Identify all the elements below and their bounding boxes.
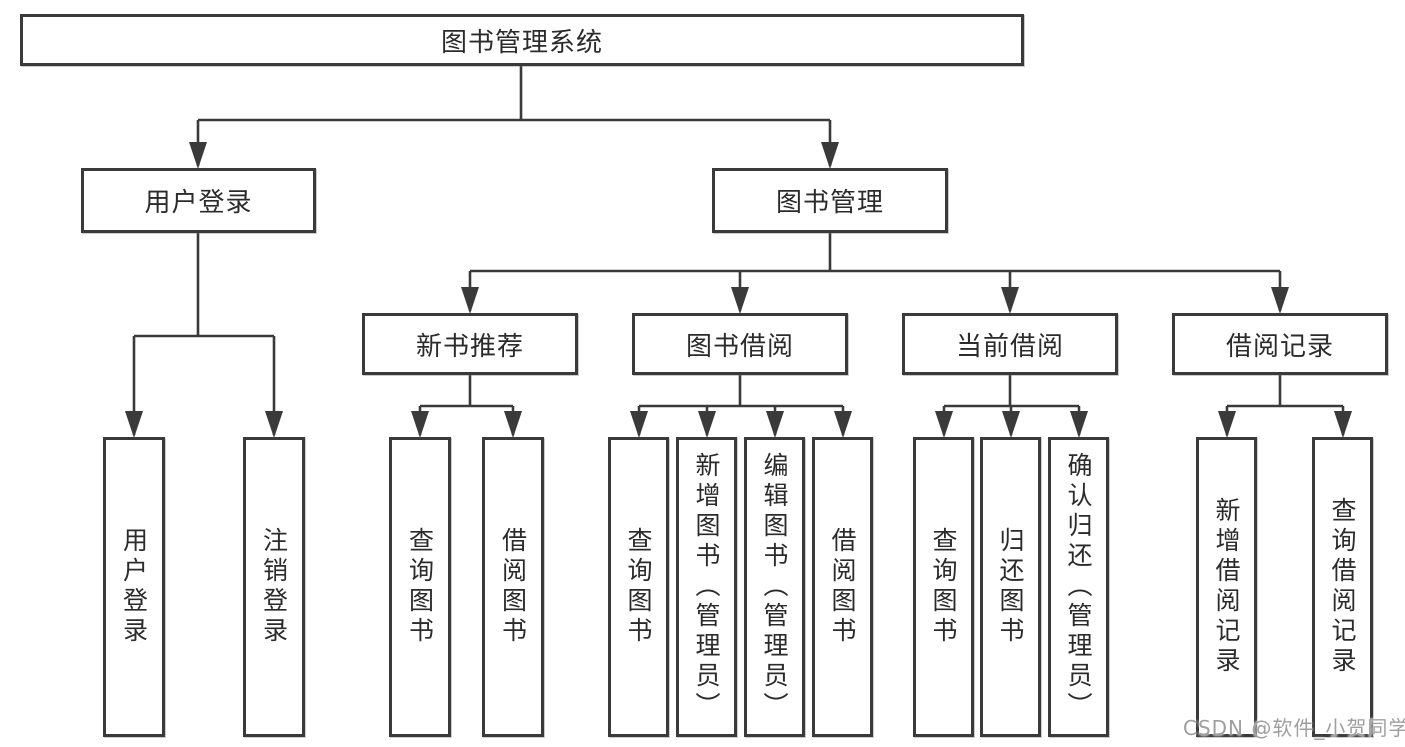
arrow-down-icon — [1002, 411, 1020, 438]
leaf-label: 查询图书 — [929, 527, 958, 647]
leaf-query-books: 查询图书 — [389, 437, 451, 737]
node-new-book-recommend: 新书推荐 — [362, 313, 578, 375]
watermark: CSDN @软件_小贺同学 — [1183, 716, 1405, 740]
connector-login-subtree — [132, 233, 276, 435]
arrow-down-icon — [504, 411, 522, 438]
leaf-add-books-admin: 新增图书（管理员） — [676, 437, 737, 737]
node-label: 图书管理系统 — [440, 27, 603, 58]
leaf-label: 查询借阅记录 — [1328, 497, 1357, 677]
arrow-down-icon — [1218, 411, 1236, 438]
arrow-down-icon — [265, 411, 283, 438]
leaf-add-borrow-record: 新增借阅记录 — [1196, 437, 1257, 737]
node-root-system: 图书管理系统 — [20, 14, 1024, 66]
node-label: 新书推荐 — [415, 331, 524, 362]
node-label: 图书管理 — [775, 188, 884, 218]
leaf-label: 查询图书 — [405, 527, 435, 647]
arrow-down-icon — [766, 411, 784, 438]
arrow-down-icon — [411, 411, 429, 438]
connector-borrow-subtree — [637, 375, 845, 435]
connector-root-to-level2 — [196, 66, 832, 166]
leaf-label: 借阅图书 — [498, 527, 528, 647]
leaf-query-books: 查询图书 — [608, 437, 669, 737]
arrow-down-icon — [1070, 411, 1088, 438]
leaf-confirm-return-admin: 确认归还（管理员） — [1048, 437, 1109, 737]
leaf-query-books: 查询图书 — [913, 437, 974, 737]
leaf-label: 新增图书（管理员） — [692, 452, 721, 722]
connector-mgmt-to-level3 — [468, 233, 1282, 311]
leaf-logout: 注销登录 — [243, 437, 305, 737]
arrow-down-icon — [461, 287, 479, 314]
leaf-label: 查询图书 — [624, 527, 653, 647]
arrow-down-icon — [821, 142, 839, 169]
leaf-label: 确认归还（管理员） — [1064, 452, 1093, 722]
connector-newbooks-subtree — [418, 375, 515, 435]
node-user-login: 用户登录 — [81, 168, 316, 233]
node-book-borrow: 图书借阅 — [632, 313, 848, 375]
arrow-down-icon — [125, 411, 143, 438]
node-label: 借阅记录 — [1225, 331, 1334, 362]
leaf-label: 注销登录 — [259, 527, 289, 647]
arrowhead-icons — [125, 142, 1352, 438]
leaf-query-borrow-record: 查询借阅记录 — [1312, 437, 1373, 737]
arrow-down-icon — [834, 411, 852, 438]
node-borrow-records: 借阅记录 — [1172, 313, 1388, 375]
leaf-label: 编辑图书（管理员） — [760, 452, 789, 722]
node-label: 当前借阅 — [955, 331, 1064, 362]
arrow-down-icon — [1001, 287, 1019, 314]
node-current-borrow: 当前借阅 — [902, 313, 1118, 375]
leaf-return-books: 归还图书 — [980, 437, 1041, 737]
node-book-management: 图书管理 — [712, 168, 948, 233]
arrow-down-icon — [1334, 411, 1352, 438]
leaf-borrow-books: 借阅图书 — [482, 437, 544, 737]
leaf-borrow-books: 借阅图书 — [812, 437, 873, 737]
node-label: 图书借阅 — [685, 331, 794, 362]
leaf-label: 归还图书 — [996, 527, 1025, 647]
leaf-label: 借阅图书 — [828, 527, 857, 647]
arrow-down-icon — [731, 287, 749, 314]
connector-records-subtree — [1225, 375, 1345, 435]
leaf-label: 新增借阅记录 — [1212, 497, 1241, 677]
arrow-down-icon — [189, 142, 207, 169]
leaf-edit-books-admin: 编辑图书（管理员） — [744, 437, 805, 737]
arrow-down-icon — [935, 411, 953, 438]
leaf-label: 用户登录 — [119, 527, 149, 647]
arrow-down-icon — [630, 411, 648, 438]
arrow-down-icon — [698, 411, 716, 438]
leaf-user-login: 用户登录 — [103, 437, 165, 737]
arrow-down-icon — [1271, 287, 1289, 314]
node-label: 用户登录 — [144, 188, 253, 218]
